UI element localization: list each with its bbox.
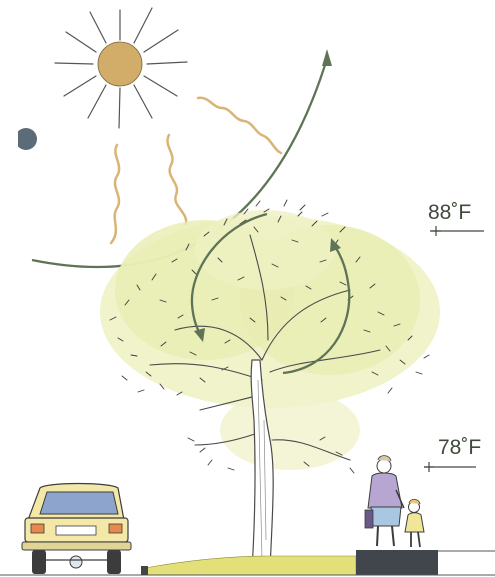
adult-pedestrian-icon — [365, 456, 404, 546]
curb — [356, 550, 438, 575]
lower-temperature-label: 78˚F — [438, 436, 481, 459]
lower-temperature: 78˚F — [424, 436, 481, 472]
car-icon — [22, 484, 131, 575]
child-pedestrian-icon — [405, 499, 424, 547]
thermometer-marker-icon — [430, 226, 484, 236]
upper-temperature: 88˚F — [428, 201, 484, 236]
thermometer-marker-icon — [424, 462, 476, 472]
moon-icon — [15, 128, 37, 150]
grass-strip — [145, 556, 356, 575]
sun-icon — [55, 8, 187, 128]
upper-temperature-label: 88˚F — [428, 201, 471, 224]
